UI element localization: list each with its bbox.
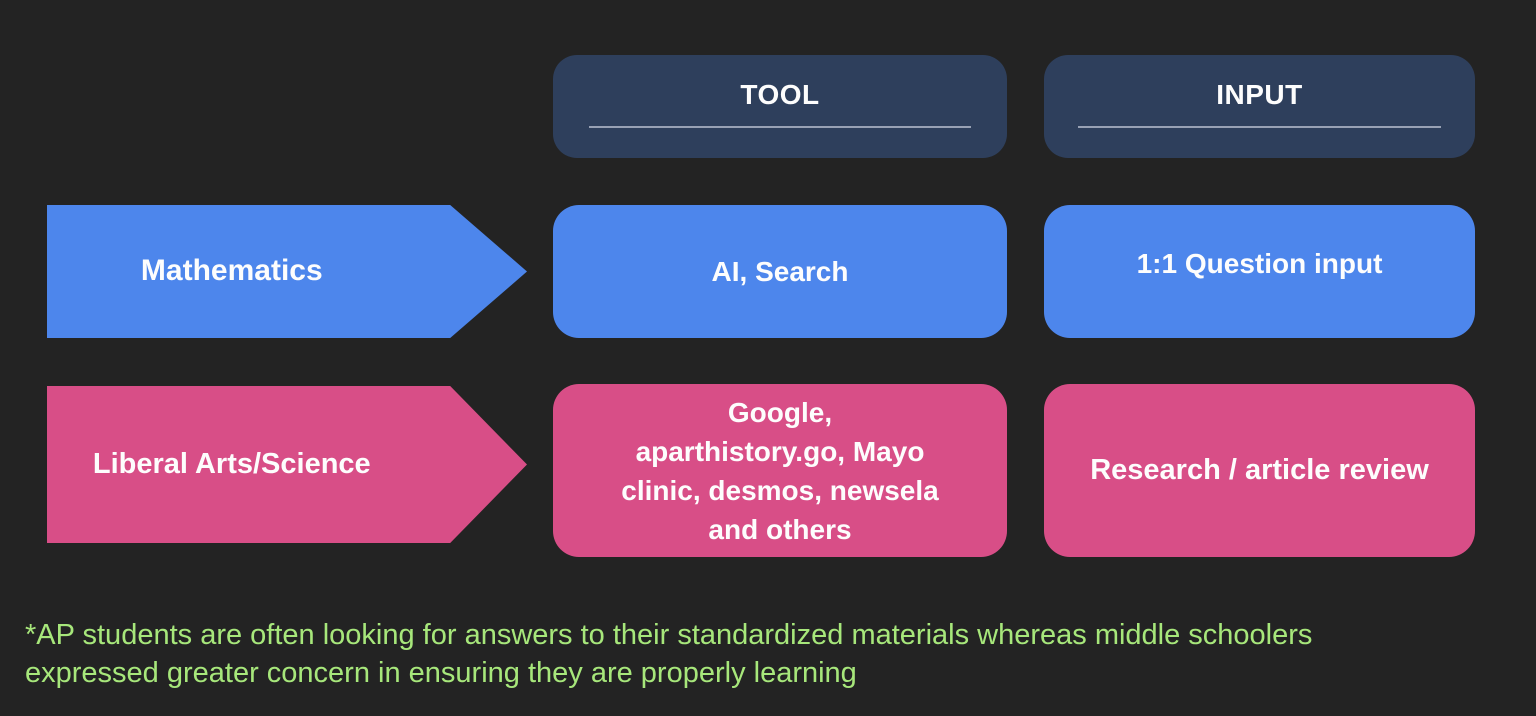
header-tool-underline [589, 126, 971, 128]
category-label-liberal-arts-science: Liberal Arts/Science [92, 447, 371, 480]
category-arrow-mathematics: Mathematics [47, 205, 527, 338]
tool-cell-liberal-arts-science: Google, aparthistory.go, Mayo clinic, de… [553, 384, 1007, 557]
footnote-annotation: *AP students are often looking for answe… [25, 619, 1313, 689]
header-input-label: INPUT [1216, 79, 1303, 110]
category-arrow-liberal-arts-science: Liberal Arts/Science [47, 386, 527, 543]
category-label-mathematics: Mathematics [140, 254, 323, 288]
header-input-underline [1078, 126, 1441, 128]
header-input: INPUT [1044, 55, 1475, 158]
header-tool: TOOL [553, 55, 1007, 158]
header-tool-label: TOOL [740, 79, 820, 110]
input-cell-liberal-arts-science: Research / article review [1044, 384, 1475, 557]
tool-cell-mathematics: AI, Search [553, 205, 1007, 338]
input-cell-mathematics: 1:1 Question input [1044, 205, 1475, 338]
